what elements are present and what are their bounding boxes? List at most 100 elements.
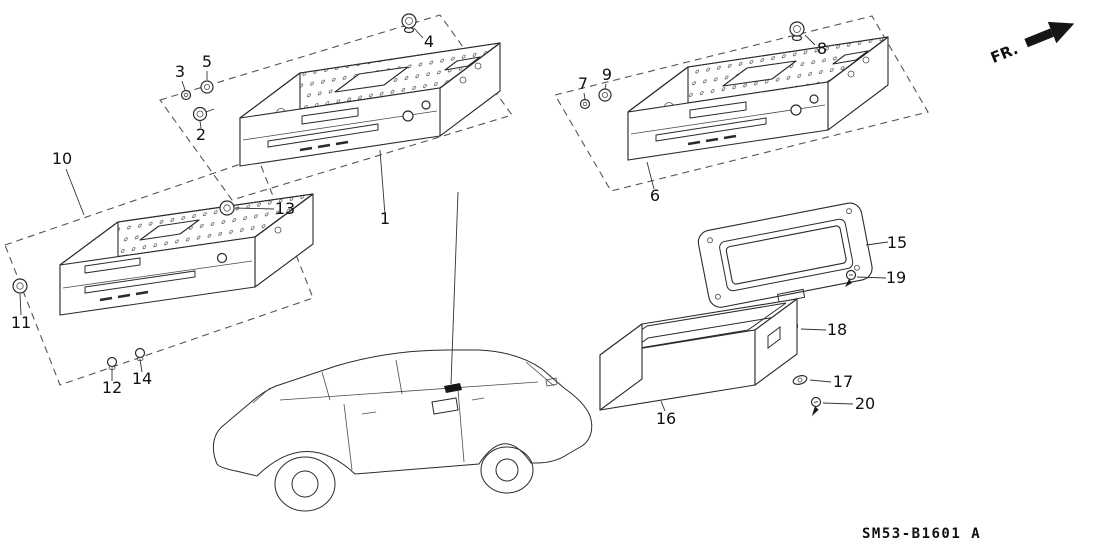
windshield-edge [525,361,555,387]
part-label-20: 20 [855,394,875,413]
fr-direction: FR. [988,21,1075,67]
callout-7: 7 [578,74,588,100]
assembly-to-car-line [450,191,459,385]
knob-7 [579,98,591,110]
front-wheel-hub [495,458,519,482]
top-cutout [722,60,797,87]
clip-17 [792,375,808,385]
screw-20 [810,396,822,417]
callout-14: 14 [132,358,152,388]
fr-label: FR. [988,40,1021,67]
display-window [689,101,747,119]
pocket-left [599,323,643,411]
part-label-18: 18 [827,320,847,339]
top-cutout-small [832,50,869,65]
door-seam-front [457,389,465,463]
part-label-8: 8 [817,39,827,58]
cassette-slot [84,270,196,294]
part-label-5: 5 [202,52,212,71]
callout-10: 10 [52,149,85,216]
part-label-17: 17 [833,372,853,391]
part-label-15: 15 [887,233,907,252]
callout-12: 12 [102,368,122,397]
dashed-region-unit-6 [554,15,929,192]
front-face [627,81,829,161]
knob-12 [106,356,118,370]
callout-17: 17 [809,372,853,391]
front-face [239,87,441,167]
console-opening [431,397,459,415]
knob-2 [192,106,215,122]
button-row [299,140,349,152]
callout-5: 5 [202,52,212,80]
knob-13 [219,200,235,216]
knob-11 [12,278,28,294]
part-label-11: 11 [11,313,31,332]
knob-9 [598,88,612,102]
part-label-7: 7 [578,74,588,93]
cassette-unit-10 [59,193,314,316]
part-label-19: 19 [886,268,906,287]
top-cutout [139,219,200,241]
dashed-region-unit-10 [4,157,314,386]
top-cutout-small [444,56,481,71]
part-label-6: 6 [650,186,660,205]
callout-3: 3 [175,62,186,91]
knob-3 [180,89,192,101]
callout-6: 6 [646,161,660,205]
cassette-slot [655,117,767,142]
side-mirror [545,377,558,387]
rear-wheel [274,456,336,512]
door-handle-front [471,397,485,401]
diagram-code: SM53-B1601 A [862,526,981,542]
rear-glass-edge [252,387,271,404]
top-cutout [334,66,409,93]
rear-wheel-hub [291,470,319,498]
knob-4 [401,13,417,34]
mount-bracket-15 [697,202,873,308]
callout-15: 15 [865,233,907,252]
part-label-4: 4 [424,32,434,51]
part-label-14: 14 [132,369,152,388]
c-pillar [321,371,331,401]
callout-11: 11 [11,293,31,332]
radio-unit-6 [627,36,889,161]
callout-1: 1 [379,149,390,228]
cassette-slot [267,123,379,148]
part-label-9: 9 [602,65,612,84]
button-row [99,290,149,302]
callout-18: 18 [800,320,847,339]
door-handle-rear [361,411,377,415]
part-label-12: 12 [102,378,122,397]
callout-8: 8 [804,34,827,58]
part-label-3: 3 [175,62,185,81]
callout-19: 19 [856,268,906,287]
dashed-region-unit-1 [159,14,513,201]
radio-unit-1 [239,42,501,167]
b-pillar [395,359,403,395]
callout-4: 4 [413,27,434,51]
car-outline [212,349,593,512]
display-window [84,257,141,274]
pocket-side-hole [767,326,781,349]
front-wheel [480,446,534,494]
knob-14 [134,347,146,361]
callout-9: 9 [602,65,612,90]
button-row [687,134,737,146]
part-label-10: 10 [52,149,72,168]
door-seam-rear [343,403,353,471]
part-label-1: 1 [380,209,390,228]
knob-8 [789,21,805,42]
pocket-16 [599,298,798,411]
display-window [301,107,359,125]
part-label-13: 13 [275,199,295,218]
callout-13: 13 [234,199,295,218]
callout-20: 20 [822,394,875,413]
screw-19 [845,269,857,287]
window-line [279,381,539,401]
part-label-16: 16 [656,409,676,428]
knob-5 [200,80,214,94]
radio-location-marker [444,383,462,393]
